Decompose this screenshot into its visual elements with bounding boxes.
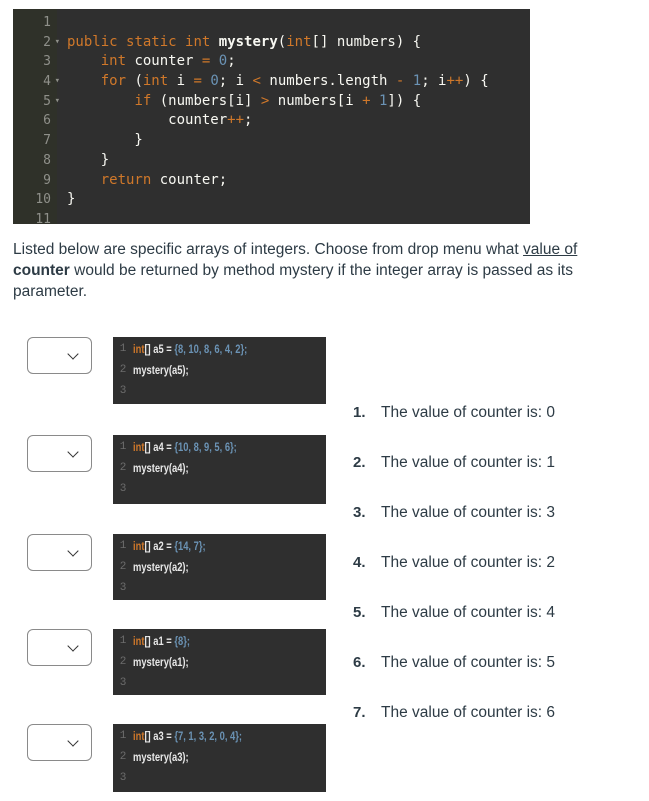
line-number: 4▾ (13, 72, 60, 92)
line-number: 7 (43, 133, 51, 149)
answer-option-1: 1.The value of counter is: 0 (353, 404, 556, 421)
answer-option-4: 4.The value of counter is: 2 (353, 554, 556, 571)
code-line (67, 210, 530, 230)
code-line: return counter; (100, 171, 228, 188)
line-number: 10 (35, 192, 51, 208)
chevron-down-icon (67, 348, 79, 360)
fold-arrow-icon[interactable]: ▾ (54, 95, 60, 106)
answer-dropdown-1[interactable] (27, 337, 92, 374)
answer-option-6: 6.The value of counter is: 5 (353, 654, 556, 671)
line-number: 3 (43, 54, 51, 70)
chevron-down-icon (67, 735, 79, 747)
answer-option-7: 7.The value of counter is: 6 (353, 704, 556, 721)
answer-dropdown-4[interactable] (27, 629, 92, 666)
fold-arrow-icon[interactable]: ▾ (54, 76, 60, 87)
answer-option-5: 5.The value of counter is: 4 (353, 604, 556, 621)
answer-dropdown-2[interactable] (27, 435, 92, 472)
line-number: 8 (43, 152, 51, 168)
code-line: for (int i = 0; i < numbers.length - 1; … (100, 73, 489, 90)
fold-arrow-icon[interactable]: ▾ (54, 36, 60, 47)
line-number: 6 (43, 113, 51, 129)
line-number: 9 (43, 172, 51, 188)
code-line: int counter = 0; (100, 53, 236, 70)
code-line: counter++; (168, 112, 253, 129)
code-line (67, 13, 530, 33)
underlined-text: value of (523, 241, 578, 258)
line-number: 11 (35, 211, 51, 227)
code-editor: 1 2▾ 3 4▾ 5▾ 6 7 8 9 10 11 public static… (13, 9, 530, 227)
code-line: } (67, 151, 110, 168)
chevron-down-icon (67, 446, 79, 458)
code-line: } (67, 132, 143, 149)
line-number: 5▾ (13, 92, 60, 112)
answer-option-2: 2.The value of counter is: 1 (353, 454, 556, 471)
answer-dropdown-5[interactable] (27, 724, 92, 761)
line-number-gutter: 1 2▾ 3 4▾ 5▾ 6 7 8 9 10 11 (13, 9, 60, 227)
question-text: Listed below are specific arrays of inte… (13, 241, 578, 300)
answer-option-3: 3.The value of counter is: 3 (353, 504, 556, 521)
chevron-down-icon (67, 640, 79, 652)
code-area: public static int mystery(int[] numbers)… (57, 9, 530, 224)
code-line: } (67, 191, 76, 208)
code-line: public static int mystery(int[] numbers)… (67, 33, 422, 50)
bold-keyword: counter (13, 262, 70, 279)
answer-dropdown-3[interactable] (27, 534, 92, 571)
line-number: 2▾ (13, 33, 60, 53)
chevron-down-icon (67, 545, 79, 557)
line-number: 1 (43, 15, 51, 30)
code-line: if (numbers[i] > numbers[i + 1]) { (134, 92, 422, 109)
